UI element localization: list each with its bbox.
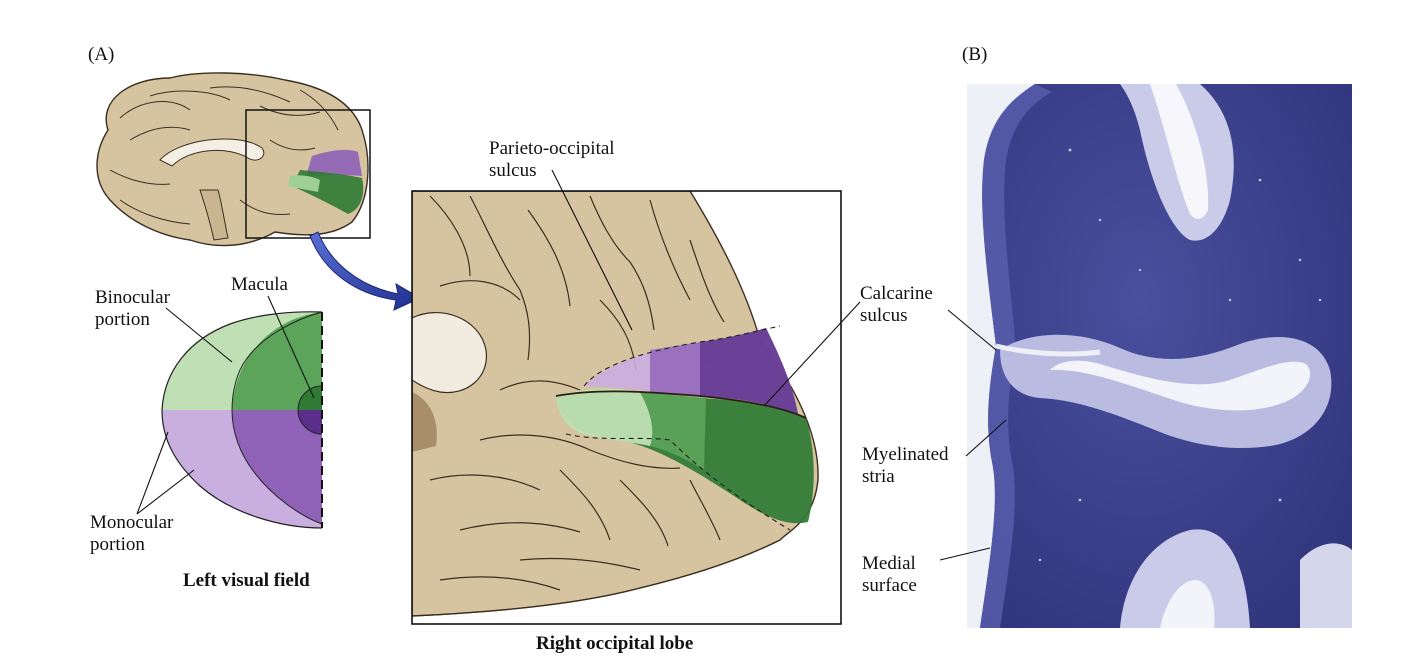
stained-section-photo (967, 84, 1352, 628)
macula-leader (267, 295, 315, 399)
inset-box (245, 109, 371, 239)
lobe-frame (411, 190, 842, 625)
monocular-label: Monocular portion (90, 512, 174, 555)
macula-label: Macula (231, 274, 288, 295)
medial-brain-illustration (96, 72, 369, 247)
visual-field-diagram (161, 311, 323, 529)
binocular-leader (165, 307, 233, 363)
myelinated-leader (965, 419, 1007, 457)
medial-leader (939, 547, 991, 561)
occipital-lobe-illustration (412, 191, 819, 618)
panel-b-label: (B) (962, 44, 988, 65)
calcarine-label: Calcarine sulcus (860, 283, 933, 326)
lobe-title: Right occipital lobe (536, 633, 694, 654)
parieto-occipital-label: Parieto-occipital sulcus (489, 138, 615, 181)
zoom-arrow (309, 231, 422, 311)
parieto-occipital-leader (551, 169, 633, 331)
myelinated-label: Myelinated stria (862, 444, 949, 487)
calcarine-lobe-leader (763, 301, 861, 407)
medial-label: Medial surface (862, 553, 917, 596)
monocular-leader-2 (136, 469, 195, 515)
monocular-leader-1 (136, 431, 169, 515)
panel-a-label: (A) (88, 44, 115, 65)
calcarine-b-leader (947, 309, 997, 351)
visual-field-title: Left visual field (183, 570, 310, 591)
binocular-label: Binocular portion (95, 287, 170, 330)
